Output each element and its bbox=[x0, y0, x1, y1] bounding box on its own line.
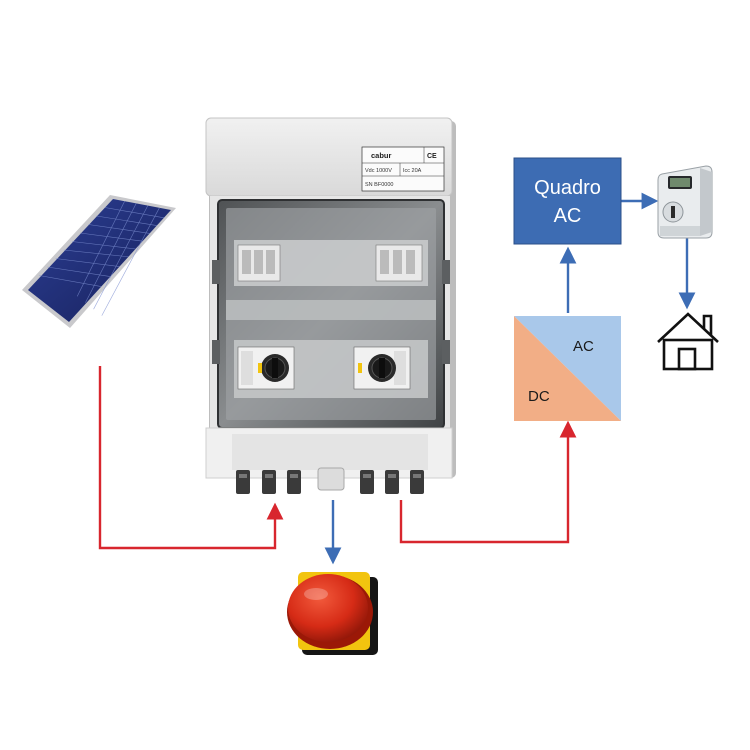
combiner-box-icon: cabur CE Vdc 1000V Icc 20A SN BF0000 bbox=[205, 117, 456, 494]
dc-disconnect-right bbox=[353, 346, 411, 390]
inverter-block: AC DC bbox=[514, 316, 621, 421]
emergency-stop-icon bbox=[287, 572, 378, 655]
spec-code: SN BF0000 bbox=[365, 182, 393, 188]
solar-panel-icon bbox=[22, 195, 176, 328]
quadro-ac-line2: AC bbox=[554, 205, 582, 227]
inverter-ac-label: AC bbox=[573, 338, 594, 355]
dc-output-wire bbox=[399, 420, 577, 544]
energy-meter-icon bbox=[657, 165, 713, 239]
dc-disconnect-left bbox=[237, 346, 295, 390]
spec-vdc: Vdc 1000V bbox=[365, 168, 392, 174]
quadro-ac-box: Quadro AC bbox=[513, 157, 622, 245]
brand-label: cabur bbox=[371, 151, 392, 160]
spec-icc: Icc 20A bbox=[403, 168, 422, 174]
nameplate: cabur CE Vdc 1000V Icc 20A SN BF0000 bbox=[361, 146, 445, 192]
quadro-ac-line1: Quadro bbox=[534, 177, 601, 199]
dc-input-wire bbox=[98, 366, 284, 550]
ce-mark: CE bbox=[427, 153, 437, 160]
house-icon bbox=[657, 312, 719, 371]
inverter-dc-label: DC bbox=[528, 388, 550, 405]
